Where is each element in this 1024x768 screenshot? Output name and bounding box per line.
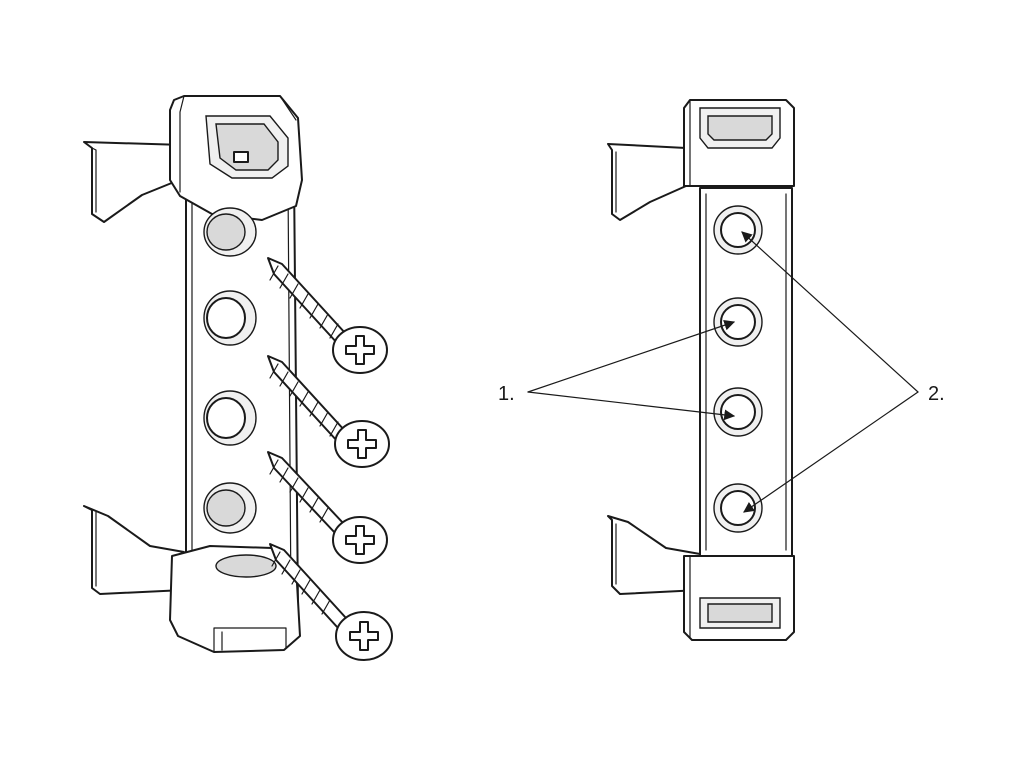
screw-group: [267, 257, 393, 661]
right-hinge-assembly: [607, 99, 795, 641]
right-top-wing: [607, 143, 687, 221]
left-hinge-assembly: [83, 95, 303, 653]
arrow-head-icon: [741, 231, 919, 393]
callout-leaders: [527, 231, 919, 513]
left-bottom-wing: [83, 505, 185, 595]
callout-label-2: 2.: [928, 383, 945, 405]
arrow-head-icon: [527, 320, 736, 393]
callout-label-1: 1.: [498, 383, 515, 405]
phillips-head-icon: [349, 621, 379, 651]
screw-icon: [267, 451, 388, 564]
screw-icon: [267, 355, 390, 468]
arrow-head-icon: [527, 391, 736, 421]
screw-icon: [269, 543, 393, 661]
phillips-head-icon: [345, 335, 375, 365]
phillips-head-icon: [347, 429, 377, 459]
screw-icon: [267, 257, 388, 374]
phillips-head-icon: [345, 525, 375, 555]
arrow-head-icon: [743, 391, 919, 513]
